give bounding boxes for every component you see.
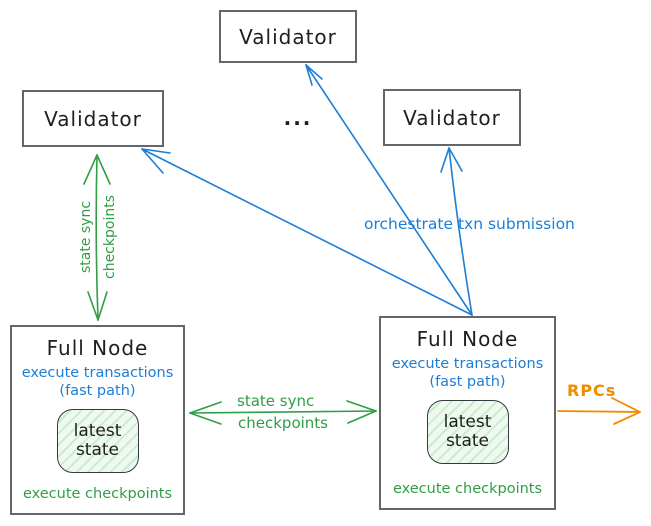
state-sync-vertical-label-line1: state sync: [78, 200, 94, 274]
latest-state-box-right: latest state: [426, 400, 509, 465]
full-node-right-box: Full Node execute transactions (fast pat…: [379, 316, 556, 510]
arrow-orchestrate-to-middle-validator: [305, 64, 473, 316]
arrow-state-sync-vertical: [83, 154, 111, 321]
arrow-rpcs: [557, 397, 641, 425]
fastpath-line1: execute transactions: [391, 356, 544, 372]
validator-left-label: Validator: [44, 106, 142, 131]
latest-state-line1: latest: [443, 411, 492, 432]
full-node-left-box: Full Node execute transactions (fast pat…: [10, 325, 185, 515]
latest-state-line2: state: [445, 431, 490, 452]
latest-state-line2: state: [75, 440, 120, 461]
validator-middle-label: Validator: [239, 24, 337, 49]
fastpath-line1: execute transactions: [21, 365, 174, 381]
validator-right-box: Validator: [383, 89, 521, 146]
arrow-state-sync-horizontal: [189, 400, 377, 425]
latest-state-box-left: latest state: [56, 409, 139, 474]
state-sync-horizontal-label-line1: state sync: [237, 392, 315, 410]
arrow-orchestrate-to-right-validator: [440, 147, 473, 316]
fastpath-line2: (fast path): [59, 383, 136, 400]
validator-right-label: Validator: [403, 105, 501, 130]
full-node-right-checkpoints: execute checkpoints: [392, 481, 543, 497]
rpcs-label: RPCs: [567, 381, 617, 400]
full-node-right-title: Full Node: [416, 327, 519, 351]
full-node-right-fastpath: execute transactions (fast path): [392, 355, 544, 391]
full-node-left-title: Full Node: [46, 336, 149, 360]
validator-left-box: Validator: [22, 90, 164, 147]
latest-state-line1: latest: [73, 420, 122, 441]
validator-middle-box: Validator: [219, 10, 357, 63]
fastpath-line2: (fast path): [429, 374, 506, 391]
orchestrate-txn-submission-label: orchestrate txn submission: [364, 215, 575, 233]
state-sync-horizontal-label-line2: checkpoints: [238, 414, 328, 432]
state-sync-vertical-label-line2: checkpoints: [102, 195, 118, 279]
full-node-left-checkpoints: execute checkpoints: [22, 486, 173, 502]
arrow-orchestrate-to-left-validator: [141, 148, 473, 316]
more-validators-ellipsis: ...: [283, 106, 313, 130]
full-node-left-fastpath: execute transactions (fast path): [22, 364, 174, 400]
